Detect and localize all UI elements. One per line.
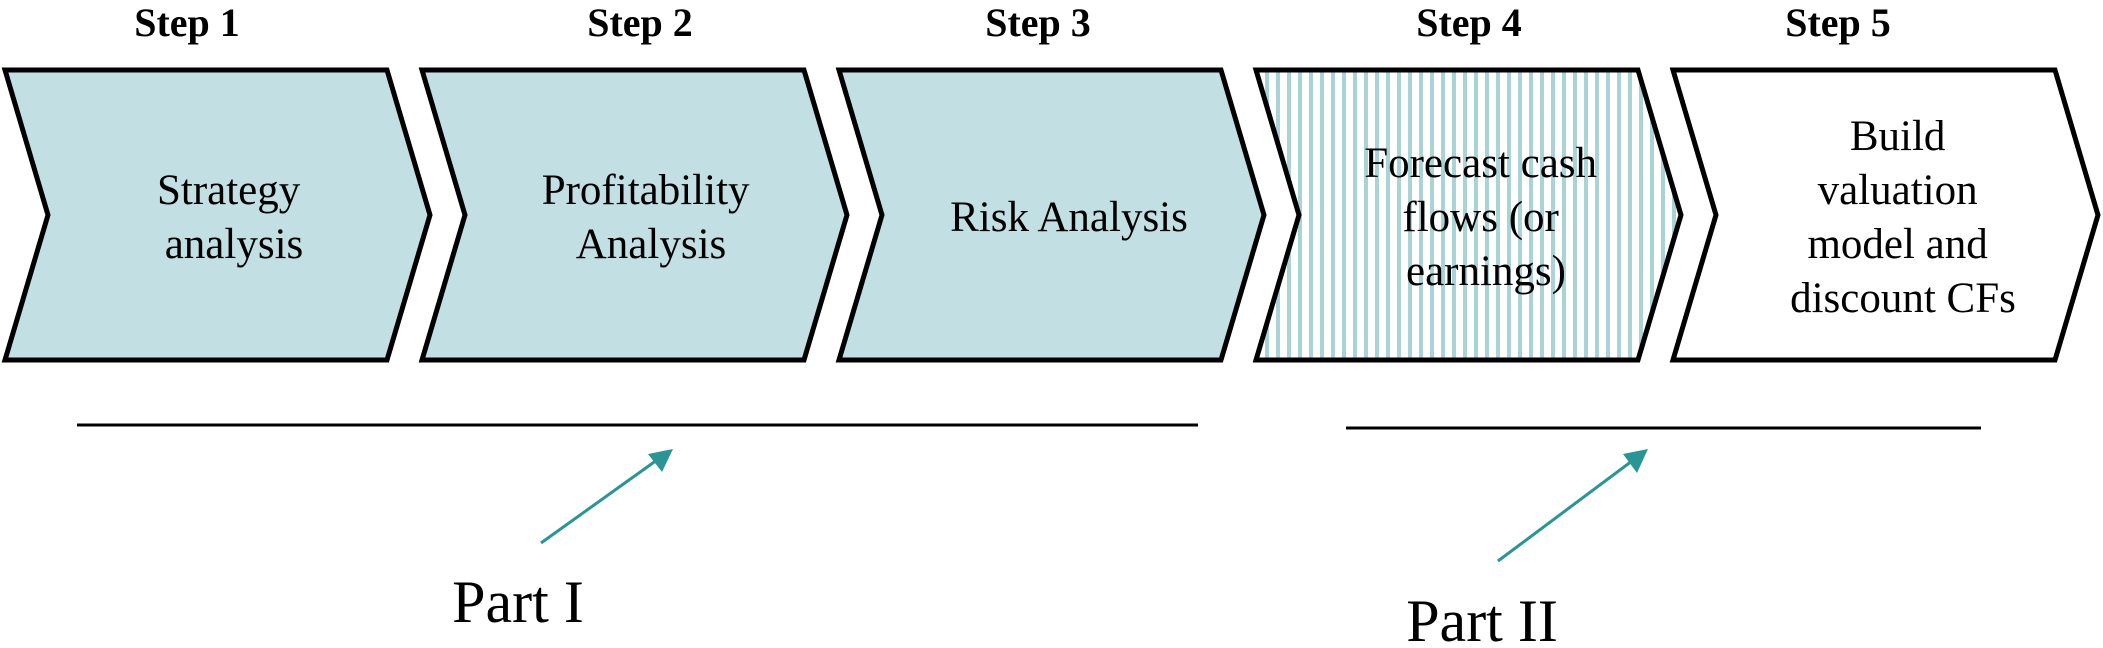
step-1-text: Strategy analysis xyxy=(157,167,311,268)
step-3-text-line-1: Risk Analysis xyxy=(950,194,1188,241)
step-3-heading: Step 3 xyxy=(985,0,1091,45)
step-1-text-line-2: analysis xyxy=(165,221,304,268)
step-2-chevron xyxy=(418,67,850,363)
step-2-text-line-2: Analysis xyxy=(576,221,727,268)
step-3-chevron xyxy=(835,67,1267,363)
step-1-heading: Step 1 xyxy=(134,0,240,45)
step-2-heading: Step 2 xyxy=(587,0,693,45)
step-4-text-line-1: Forecast cash xyxy=(1364,140,1597,187)
step-4-text: Forecast cash flows (or earnings) xyxy=(1364,140,1608,295)
step-4-heading: Step 4 xyxy=(1416,0,1522,45)
step-4-text-line-2: flows (or xyxy=(1402,194,1558,241)
step-5-text-line-2: valuation xyxy=(1818,167,1978,214)
part-1-label: Part I xyxy=(452,569,584,635)
step-2-text-line-1: Profitability xyxy=(542,167,750,214)
step-1-text-line-1: Strategy xyxy=(157,167,301,214)
part-2-label: Part II xyxy=(1406,588,1558,643)
step-5-heading: Step 5 xyxy=(1785,0,1891,45)
step-3-text: Risk Analysis xyxy=(950,194,1188,241)
step-2-text: Profitability Analysis xyxy=(542,167,761,268)
step-5-text-line-3: model and xyxy=(1807,221,1987,268)
step-4-text-line-3: earnings) xyxy=(1406,248,1566,295)
step-4-chevron xyxy=(1252,67,1684,363)
step-5-text-line-4: discount CFs xyxy=(1790,275,2016,322)
step-5-text: Build valuation model and discount CFs xyxy=(1790,113,2016,322)
step-5-chevron xyxy=(1669,67,2101,363)
part-2-arrow xyxy=(1497,449,1648,563)
step-1-chevron xyxy=(1,67,433,363)
step-5-text-line-1: Build xyxy=(1850,113,1946,160)
part-1-arrow xyxy=(540,449,673,545)
